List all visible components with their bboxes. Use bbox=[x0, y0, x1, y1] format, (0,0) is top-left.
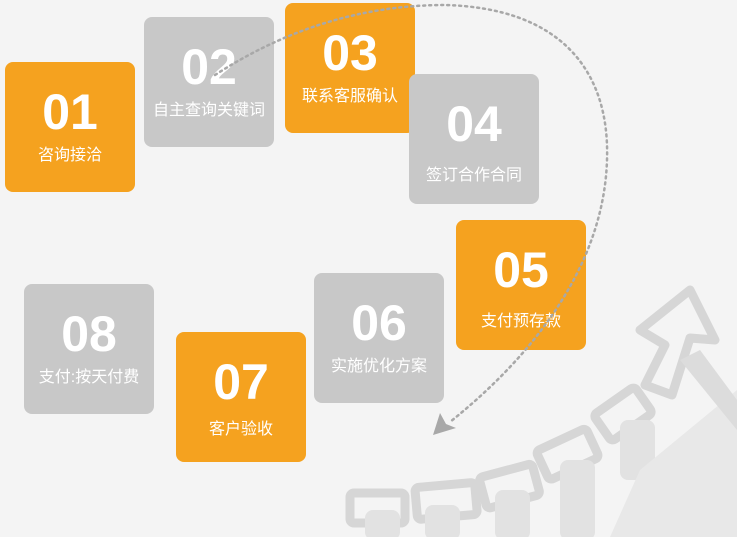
step-label: 支付:按天付费 bbox=[38, 369, 140, 386]
step-02: 02 自主查询关键词 bbox=[144, 17, 274, 147]
step-number: 04 bbox=[446, 96, 502, 152]
step-number: 08 bbox=[61, 306, 117, 362]
step-08: 08 支付:按天付费 bbox=[24, 284, 154, 414]
step-04: 04 签订合作合同 bbox=[409, 74, 539, 204]
step-label: 咨询接洽 bbox=[37, 147, 102, 164]
step-01: 01 咨询接洽 bbox=[5, 62, 135, 192]
step-label: 签订合作合同 bbox=[425, 167, 522, 184]
step-label: 支付预存款 bbox=[480, 313, 561, 330]
step-06: 06 实施优化方案 bbox=[314, 273, 444, 403]
step-number: 05 bbox=[493, 242, 549, 298]
hands-illustration bbox=[365, 350, 737, 537]
step-label: 联系客服确认 bbox=[301, 88, 398, 105]
step-label: 自主查询关键词 bbox=[152, 102, 265, 119]
step-label: 实施优化方案 bbox=[330, 358, 427, 375]
step-number: 06 bbox=[351, 295, 407, 351]
step-number: 07 bbox=[213, 354, 269, 410]
step-label: 客户验收 bbox=[208, 421, 273, 438]
step-05: 05 支付预存款 bbox=[456, 220, 586, 350]
step-07: 07 客户验收 bbox=[176, 332, 306, 462]
step-number: 03 bbox=[322, 25, 378, 81]
step-03: 03 联系客服确认 bbox=[285, 3, 415, 133]
step-number: 02 bbox=[181, 39, 237, 95]
step-number: 01 bbox=[42, 84, 98, 140]
